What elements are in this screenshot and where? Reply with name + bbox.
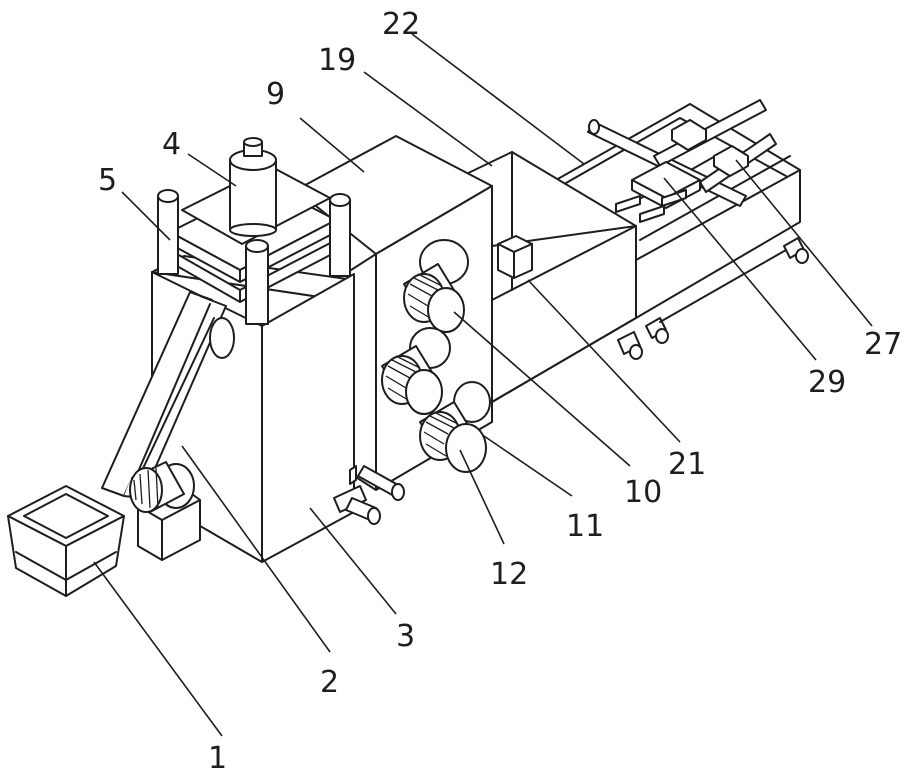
- label-22: 22: [382, 7, 420, 42]
- top-motor: [230, 138, 276, 236]
- conveyor-motor: [130, 462, 200, 560]
- label-27: 27: [864, 327, 902, 362]
- label-11: 11: [566, 509, 604, 544]
- label-3: 3: [396, 619, 415, 654]
- label-10: 10: [624, 475, 662, 510]
- label-12: 12: [490, 557, 528, 592]
- label-29: 29: [808, 365, 846, 400]
- tank-filter-plate: [498, 236, 532, 278]
- label-9: 9: [266, 77, 285, 112]
- label-5: 5: [98, 163, 117, 198]
- label-19: 19: [318, 43, 356, 78]
- label-21: 21: [668, 447, 706, 482]
- label-4: 4: [162, 127, 181, 162]
- label-2: 2: [320, 665, 339, 700]
- label-1: 1: [208, 741, 227, 774]
